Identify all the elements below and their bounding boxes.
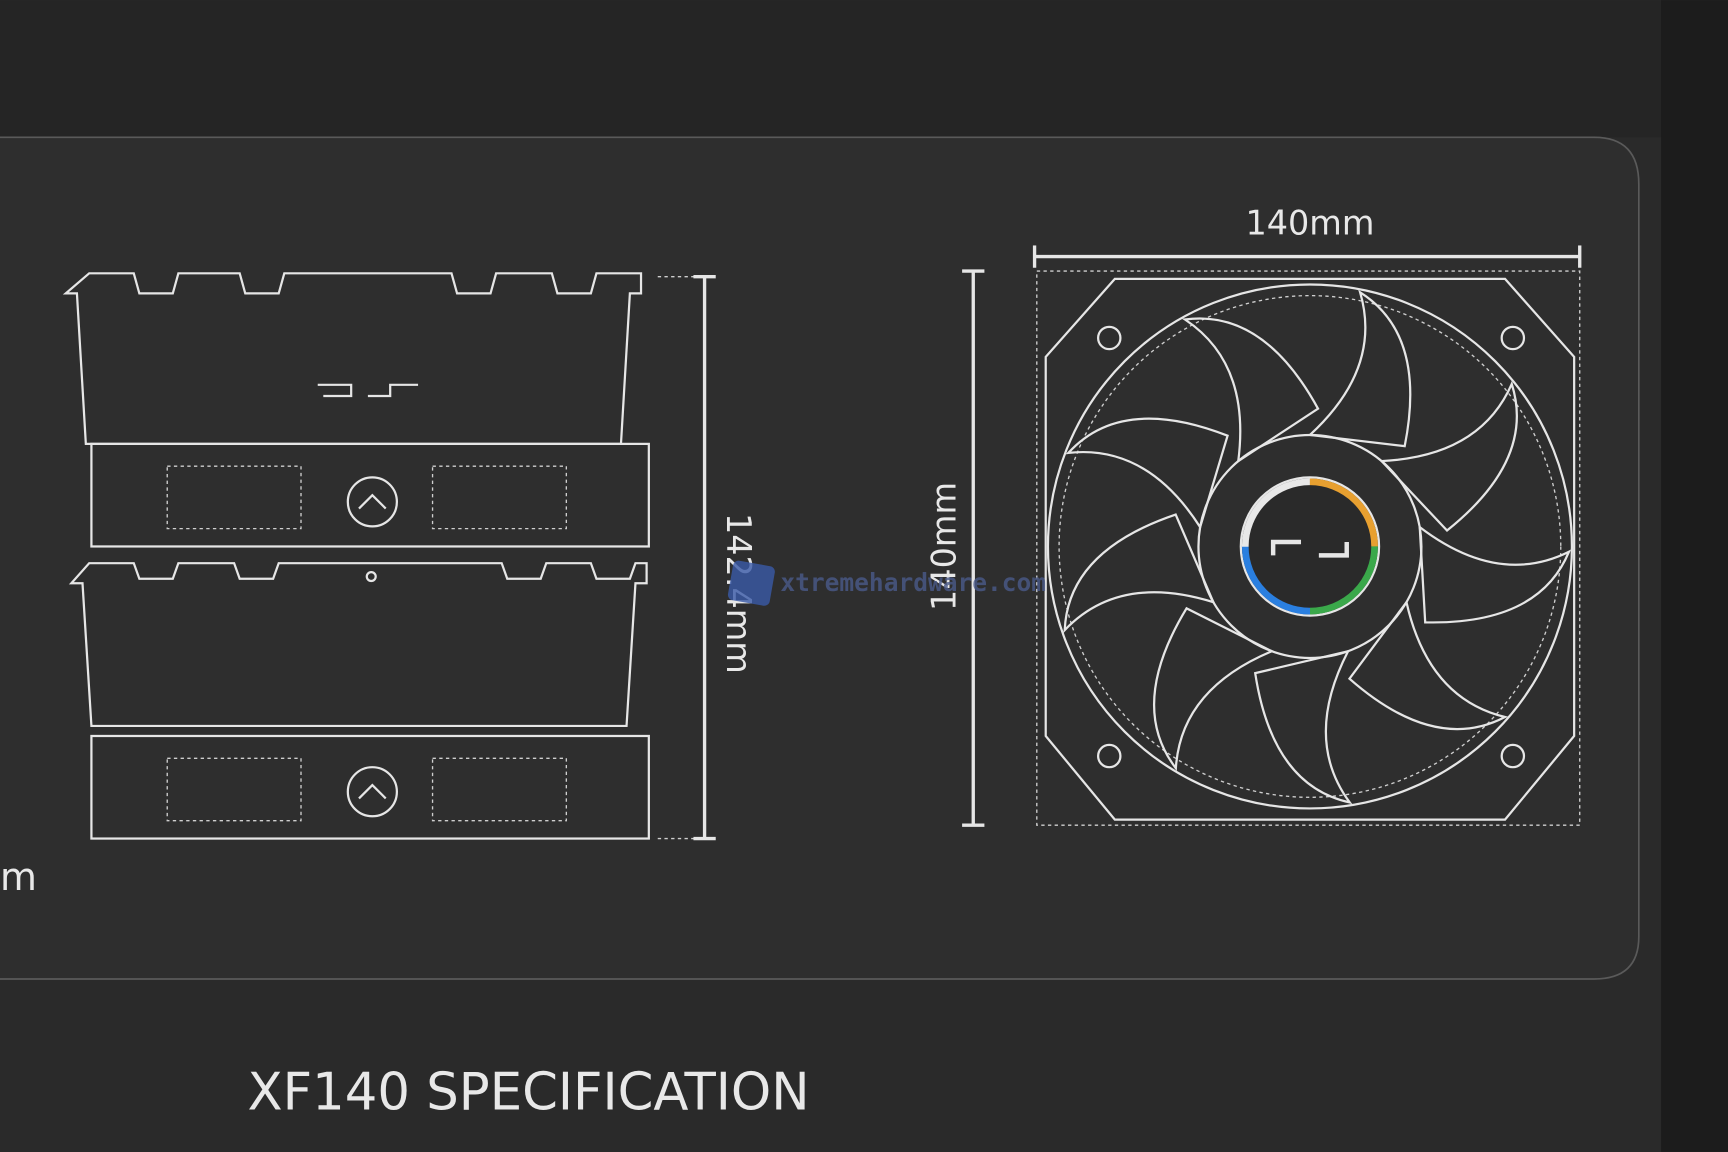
watermark-logo-icon: [727, 560, 775, 606]
fan-frame: [1044, 277, 1576, 821]
fan-drawing: 140mm 140mm: [924, 203, 1582, 827]
cooler-drawing: [62, 272, 650, 840]
fan-width-label: 140mm: [1245, 203, 1374, 242]
page-title: XF140 SPECIFICATION: [247, 1062, 809, 1122]
hub-logo: [1270, 539, 1349, 558]
fan-hub: [1239, 476, 1381, 617]
fan-blade: [1253, 649, 1353, 805]
fan-blade: [1063, 513, 1216, 634]
fan-blade: [1347, 599, 1509, 731]
lower-fin-stack: [68, 562, 648, 728]
fan-blade: [1065, 417, 1229, 530]
fan-height-label: 140mm: [924, 482, 963, 611]
cut-off-label: m: [0, 855, 37, 899]
fan-blade: [1153, 606, 1275, 772]
logo-mark: [317, 383, 419, 398]
fan-blades: [1063, 289, 1572, 805]
spec-panel: [0, 136, 1640, 980]
fan-blade: [1379, 380, 1518, 533]
box-edge: [1661, 0, 1728, 1152]
chevron-up-badge-icon: [346, 476, 398, 528]
box-top-band: [0, 0, 1728, 138]
lower-heatsink-base: [90, 734, 650, 840]
fan-blade: [1307, 289, 1412, 448]
watermark-text: xtremehardware.com: [780, 568, 1046, 597]
upper-heatsink-base: [90, 442, 650, 548]
watermark: xtremehardware.com: [727, 560, 1046, 606]
fan-blade: [1418, 524, 1572, 624]
fan-blade: [1181, 317, 1320, 464]
